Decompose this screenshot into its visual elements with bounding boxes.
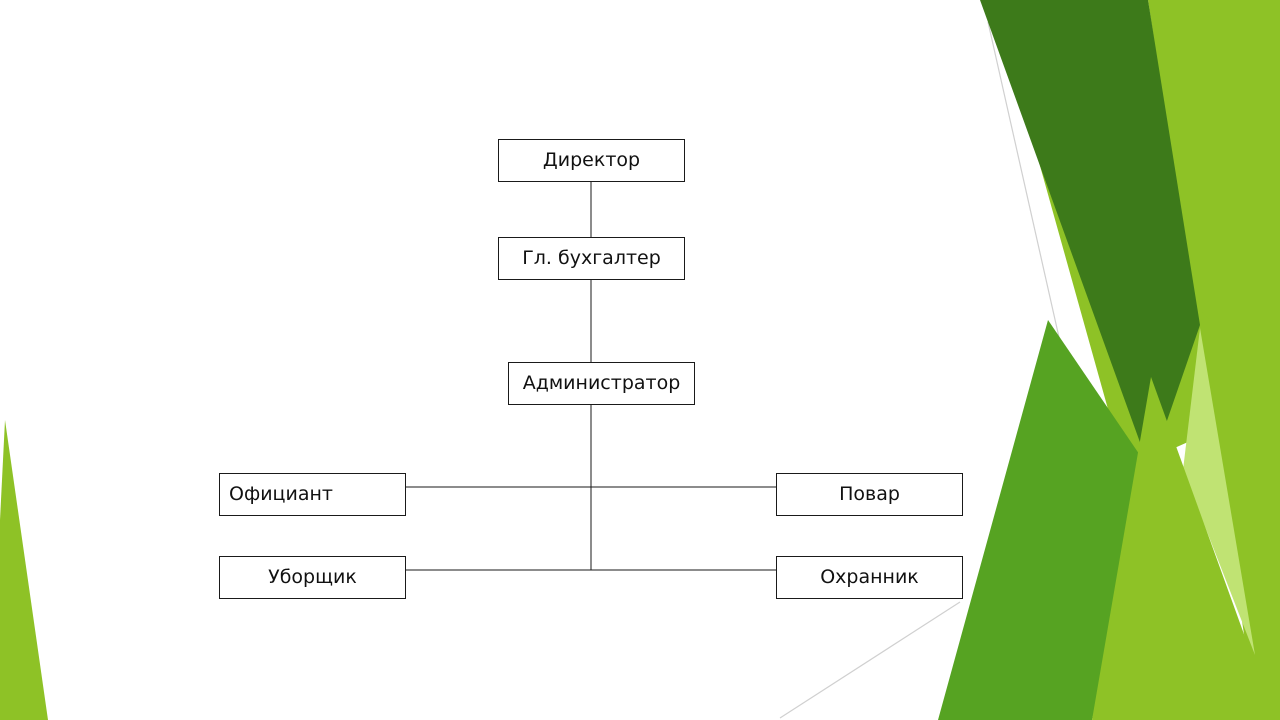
box-waiter-label: Официант	[229, 483, 333, 505]
box-director-label: Директор	[542, 149, 641, 171]
deco-lime-front-triangle	[1092, 377, 1275, 720]
box-chief-accountant: Гл. бухгалтер	[498, 237, 685, 280]
box-cleaner: Уборщик	[219, 556, 406, 599]
box-waiter: Официант	[219, 473, 406, 516]
box-cook: Повар	[776, 473, 963, 516]
box-chief-accountant-label: Гл. бухгалтер	[522, 247, 661, 269]
box-director: Директор	[498, 139, 685, 182]
box-cook-label: Повар	[839, 483, 900, 505]
box-guard: Охранник	[776, 556, 963, 599]
deco-mid-green-triangle	[938, 320, 1150, 720]
box-guard-label: Охранник	[820, 566, 919, 588]
box-cleaner-label: Уборщик	[268, 566, 357, 588]
deco-lime-band	[1148, 0, 1280, 720]
deco-pale-triangle	[1183, 328, 1255, 655]
deco-dark-triangle	[980, 0, 1200, 470]
box-administrator: Администратор	[508, 362, 695, 405]
deco-left-sliver	[0, 420, 48, 720]
deco-thin-line-lower	[779, 601, 961, 719]
box-administrator-label: Администратор	[522, 372, 681, 394]
deco-thin-line-upper	[987, 21, 1073, 396]
